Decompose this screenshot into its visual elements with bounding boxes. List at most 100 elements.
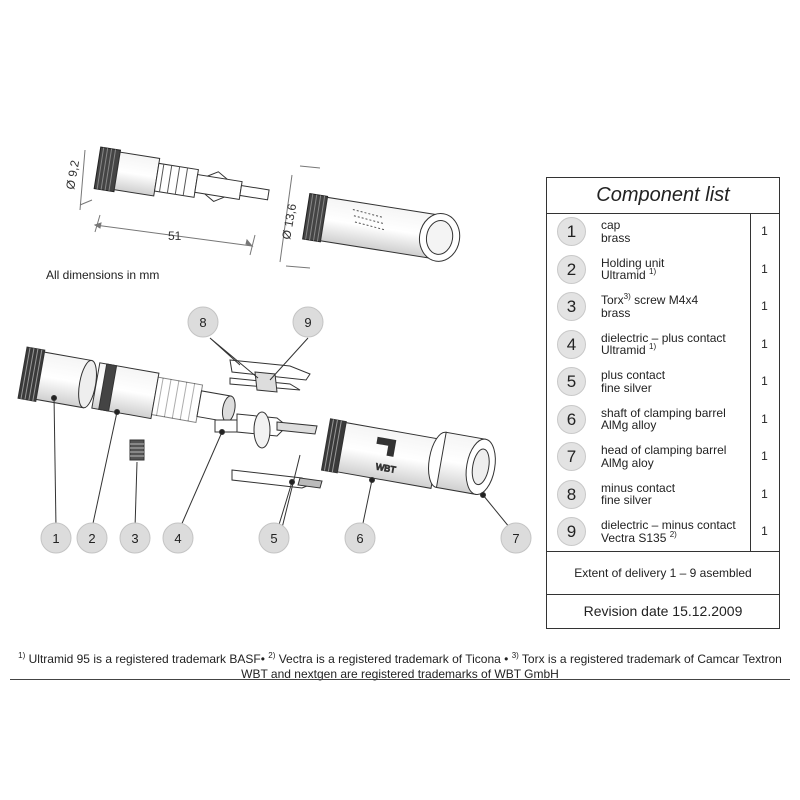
footnote-trademarks: 1) Ultramid 95 is a registered trademark…: [18, 651, 782, 666]
part-clamping-barrel-head: [428, 431, 496, 495]
component-number-badge: 7: [557, 442, 586, 471]
component-quantity: 1: [761, 524, 768, 538]
product-marking: WBT: [375, 462, 397, 475]
component-number-badge: 6: [557, 404, 586, 434]
component-quantity: 1: [761, 261, 768, 276]
component-list-title: Component list: [547, 178, 779, 214]
component-number-badge: 9: [557, 517, 586, 546]
callout-2: 2: [76, 522, 108, 554]
dimension-length: 51: [168, 229, 182, 243]
component-name: cap: [601, 218, 621, 232]
part-holding-unit: [91, 362, 236, 423]
component-name: dielectric – plus contact: [601, 330, 726, 345]
exploded-parts: WBT: [17, 346, 496, 495]
bottom-rule: [10, 679, 790, 680]
callout-9: 9: [292, 306, 324, 338]
component-material: brass: [601, 230, 631, 245]
component-material: Ultramid 1): [601, 342, 657, 357]
component-quantity: 1: [761, 224, 768, 238]
exploded-assembly-drawing: Ø 9,2 51 Ø 13,6: [17, 146, 532, 554]
component-name: Holding unit: [601, 255, 665, 270]
component-name: plus contact: [601, 368, 666, 382]
callout-6: 6: [344, 522, 376, 554]
svg-text:8: 8: [199, 315, 206, 330]
svg-text:2: 2: [88, 531, 95, 546]
svg-text:4: 4: [174, 531, 181, 546]
footnotes: 1) Ultramid 95 is a registered trademark…: [0, 648, 800, 682]
component-number-badge: 2: [557, 254, 586, 284]
part-clamping-barrel-shaft: WBT: [320, 418, 441, 489]
dimension-diameter-small: Ø 9,2: [63, 159, 82, 191]
part-plus-contact: [231, 469, 323, 489]
component-material: fine silver: [601, 380, 652, 395]
extent-of-delivery: Extent of delivery 1 – 9 asembled: [547, 552, 779, 595]
component-quantity: 1: [761, 299, 768, 313]
svg-text:6: 6: [356, 531, 363, 546]
component-material: AlMg aloy: [601, 455, 654, 470]
component-name: dielectric – minus contact: [601, 518, 736, 532]
part-cap: [17, 346, 97, 409]
quantity-column-divider: [750, 213, 751, 551]
svg-text:5: 5: [270, 531, 277, 546]
dimension-view-plug-body: [79, 146, 270, 256]
svg-text:7: 7: [512, 531, 519, 546]
callout-8: 8: [187, 306, 219, 338]
component-name: minus contact: [601, 480, 676, 495]
part-minus-contact: [229, 359, 311, 393]
component-material: AlMg alloy: [601, 418, 657, 432]
callout-3: 3: [119, 522, 151, 554]
svg-text:3: 3: [131, 531, 138, 546]
component-name: shaft of clamping barrel: [601, 405, 726, 420]
callout-7: 7: [500, 522, 532, 554]
component-quantity: 1: [761, 411, 768, 426]
leader-lines: [51, 337, 511, 529]
component-material: Vectra S135 2): [601, 529, 677, 545]
component-material: Ultramid 1): [601, 267, 657, 282]
dimension-view-clamping-barrel: [279, 165, 461, 269]
component-quantity: 1: [761, 486, 768, 501]
component-name: head of clamping barrel: [601, 443, 727, 457]
callout-4: 4: [162, 522, 194, 554]
component-quantity: 1: [761, 374, 768, 388]
part-dielectric-plus: [214, 411, 318, 449]
component-number-badge: 8: [557, 479, 586, 509]
component-name: Torx3) screw M4x4: [601, 292, 699, 307]
component-quantity: 1: [761, 449, 768, 463]
component-quantity: 1: [761, 336, 768, 351]
component-number-badge: 4: [557, 329, 586, 359]
table-divider: [547, 551, 779, 552]
component-number-badge: 5: [557, 367, 586, 396]
part-torx-screw: [129, 439, 145, 461]
callout-5: 5: [258, 522, 290, 554]
revision-date: Revision date 15.12.2009: [583, 603, 743, 619]
footnote-wbt: WBT and nextgen are registered trademark…: [241, 667, 559, 681]
component-material: fine silver: [601, 493, 652, 507]
component-material: brass: [601, 305, 631, 320]
svg-text:1: 1: [52, 531, 59, 546]
svg-text:9: 9: [304, 315, 311, 330]
component-number-badge: 3: [557, 292, 586, 321]
callout-1: 1: [40, 522, 72, 554]
dimensions-note: All dimensions in mm: [46, 268, 160, 282]
component-number-badge: 1: [557, 217, 586, 246]
dimension-diameter-large: Ø 13,6: [279, 202, 299, 240]
